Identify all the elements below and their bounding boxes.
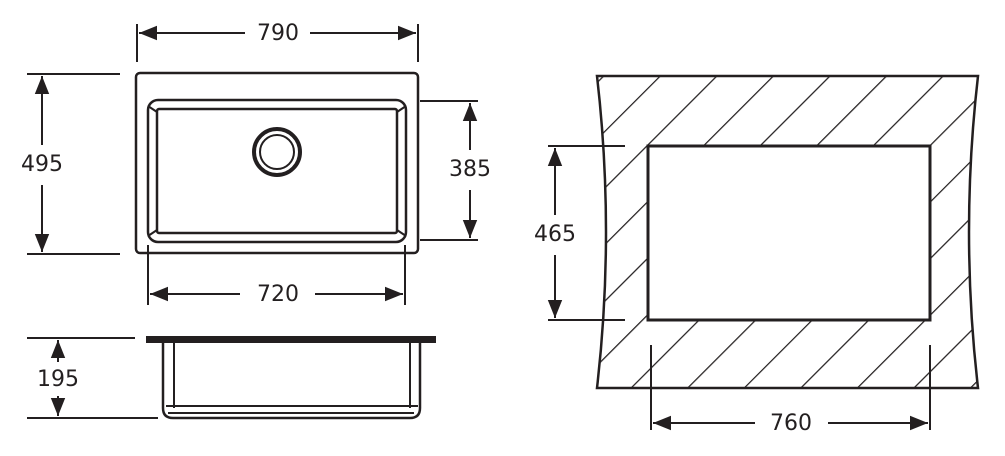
dim-cutout-depth: 465 <box>534 222 576 247</box>
dim-height: 195 <box>37 367 79 392</box>
dim-bowl-depth: 385 <box>449 157 491 182</box>
cutout-template <box>595 74 980 390</box>
sink-top-view <box>134 71 420 255</box>
drain-icon <box>252 127 302 177</box>
dim-overall-width: 790 <box>257 21 299 46</box>
dim-cutout-width: 760 <box>770 411 812 436</box>
dim-overall-depth: 495 <box>21 152 63 177</box>
sink-side-view <box>146 336 436 420</box>
dim-bowl-width: 720 <box>257 282 299 307</box>
